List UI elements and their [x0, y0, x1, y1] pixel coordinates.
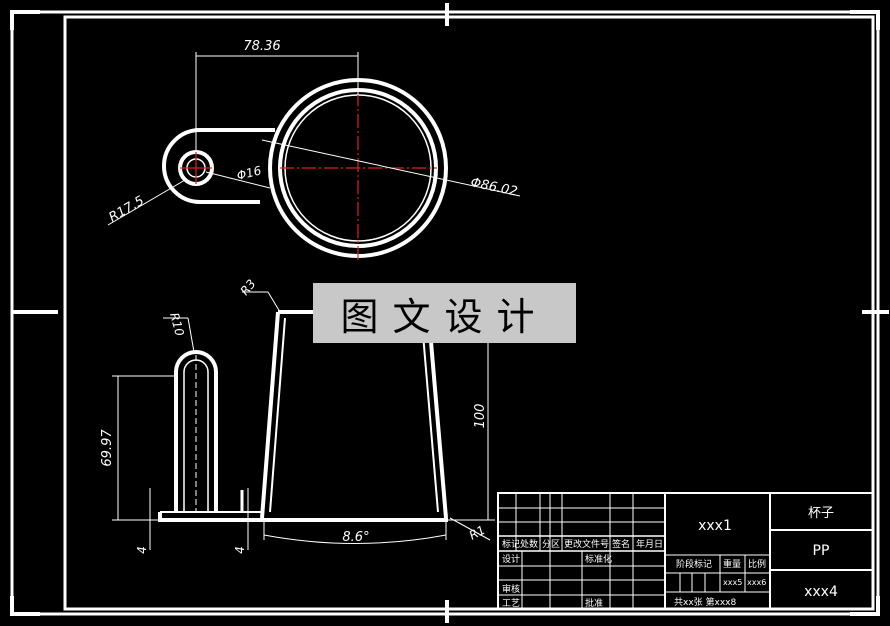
dim-base-thickness-right: 4 [233, 546, 247, 554]
tb-weight-label: 重量 [723, 558, 741, 570]
cup-left-wall [260, 311, 280, 519]
tb-review-label: 审核 [502, 583, 520, 595]
dim-center-distance: 78.36 [243, 39, 280, 54]
tb-header-1: 处数 [520, 538, 538, 550]
dim-outer-diameter: Φ86.02 [469, 175, 519, 200]
tb-drawing-no: xxx1 [698, 518, 732, 534]
tb-sheet-info: 共xx张 第xxx8 [674, 596, 736, 608]
tb-header-2: 分区 [542, 539, 560, 550]
dim-taper-angle: 8.6° [342, 530, 369, 545]
dim-base-radius: R1 [467, 523, 488, 543]
tb-scale-label: 比例 [748, 558, 766, 570]
title-block [497, 492, 874, 610]
front-view [112, 291, 495, 550]
tb-weight-value: xxx5 [723, 578, 742, 587]
dim-hole-diameter: Φ16 [235, 163, 263, 183]
cup-right-wall [428, 329, 448, 519]
centering-marks [12, 3, 889, 623]
tb-process-label: 工艺 [502, 598, 520, 609]
dim-handle-radius: R10 [167, 311, 187, 338]
tb-company: xxx4 [804, 584, 838, 600]
dim-lug-radius: R17.5 [107, 193, 147, 225]
tb-material: PP [813, 543, 830, 559]
tb-design-label: 设计 [502, 553, 520, 565]
dim-base-thickness-left: 4 [135, 546, 149, 554]
dim-rim-radius: R3 [238, 277, 259, 298]
tb-approve-label: 批准 [585, 597, 603, 609]
handle-outline [174, 350, 218, 512]
dim-handle-height: 69.97 [100, 429, 115, 467]
tb-scale-value: xxx6 [747, 578, 766, 587]
watermark-banner: 图文设计 [313, 283, 576, 343]
tb-header-0: 标记 [502, 538, 520, 550]
corner-marks [10, 10, 880, 616]
lug-outline [162, 128, 275, 204]
tb-stage-label: 阶段标记 [676, 558, 712, 570]
tb-header-4: 签名 [612, 538, 630, 550]
cup-base [158, 512, 448, 522]
tb-header-5: 年月日 [636, 538, 663, 550]
tb-header-3: 更改文件号 [564, 538, 609, 550]
tb-part-name: 杯子 [808, 506, 834, 521]
dim-cup-height: 100 [473, 404, 488, 429]
top-view [107, 52, 521, 262]
tb-standardize-label: 标准化 [585, 553, 612, 565]
